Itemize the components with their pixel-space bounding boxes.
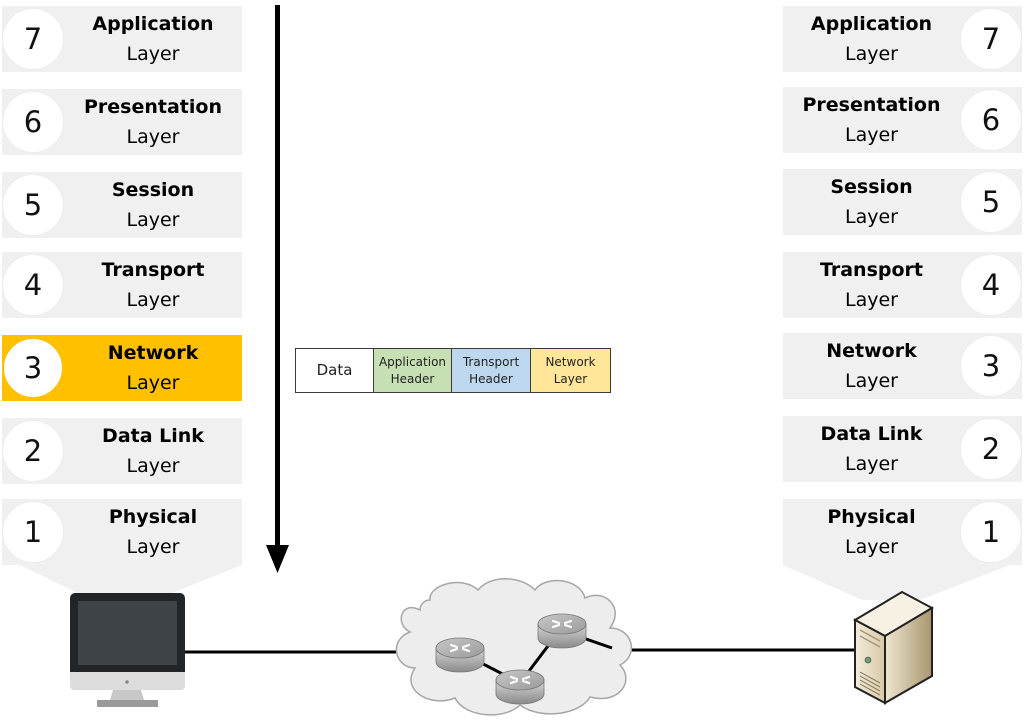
- layer-name: Application: [810, 13, 933, 35]
- layer-number: 7: [2, 8, 64, 70]
- down-arrow-icon: [266, 5, 289, 573]
- segment-label-line2: Header: [390, 371, 435, 386]
- segment-label-line1: Application: [378, 354, 447, 369]
- segment-label-line2: Layer: [553, 371, 588, 386]
- packet-segment-data: Data: [296, 349, 374, 392]
- server-tower-icon: [852, 590, 935, 705]
- router-icon: [495, 669, 545, 705]
- router-icon: [435, 637, 485, 673]
- layer-sub: Layer: [126, 455, 180, 477]
- layer-sub: Layer: [126, 126, 180, 148]
- desktop-computer-icon: [70, 593, 185, 707]
- layer-sub: Layer: [845, 124, 898, 146]
- layer-sub: Layer: [845, 206, 898, 228]
- layer-number: 1: [960, 501, 1022, 563]
- layer-name: Network: [826, 340, 917, 362]
- layer-sub: Layer: [845, 43, 898, 65]
- layer-number: 5: [2, 174, 64, 236]
- layer-name: Session: [830, 176, 913, 198]
- segment-label-line1: Network: [545, 354, 596, 369]
- layer-sub: Layer: [126, 43, 180, 65]
- layer-name: Transport: [819, 259, 923, 281]
- router-icon: [537, 613, 587, 649]
- layer-sub: Layer: [126, 209, 180, 231]
- layer-name: Session: [111, 179, 195, 201]
- segment-label: Data: [316, 361, 353, 379]
- layer-sub: Layer: [845, 536, 898, 558]
- layer-name: Physical: [827, 506, 916, 528]
- layer-number: 6: [960, 89, 1022, 151]
- layer-sub: Layer: [126, 372, 180, 394]
- layer-name: Data Link: [820, 423, 923, 445]
- layer-number: 3: [960, 335, 1022, 397]
- layer-number: 5: [960, 171, 1022, 233]
- layer-number: 4: [960, 254, 1022, 316]
- layer-number: 3: [2, 337, 64, 399]
- layer-sub: Layer: [126, 536, 180, 558]
- segment-label-line2: Header: [469, 371, 513, 386]
- layer-sub: Layer: [845, 289, 898, 311]
- segment-label-line1: Transport: [462, 354, 520, 369]
- layer-number: 4: [2, 254, 64, 316]
- layer-name: Presentation: [802, 94, 941, 116]
- layer-sub: Layer: [845, 370, 898, 392]
- layer-number: 1: [2, 501, 64, 563]
- layer-number: 2: [2, 420, 64, 482]
- layer-name: Presentation: [84, 96, 222, 118]
- cloud-icon: [395, 578, 633, 716]
- right-funnel: [783, 565, 1010, 600]
- layer-name: Network: [107, 342, 199, 364]
- layer-name: Physical: [108, 506, 198, 528]
- layer-sub: Layer: [126, 289, 180, 311]
- layer-number: 7: [960, 8, 1022, 70]
- layer-sub: Layer: [845, 453, 898, 475]
- layer-number: 6: [2, 91, 64, 153]
- layer-name: Application: [92, 13, 214, 35]
- layer-name: Data Link: [102, 425, 204, 447]
- left-funnel: [20, 565, 242, 600]
- layer-name: Transport: [101, 259, 205, 281]
- layer-number: 2: [960, 418, 1022, 480]
